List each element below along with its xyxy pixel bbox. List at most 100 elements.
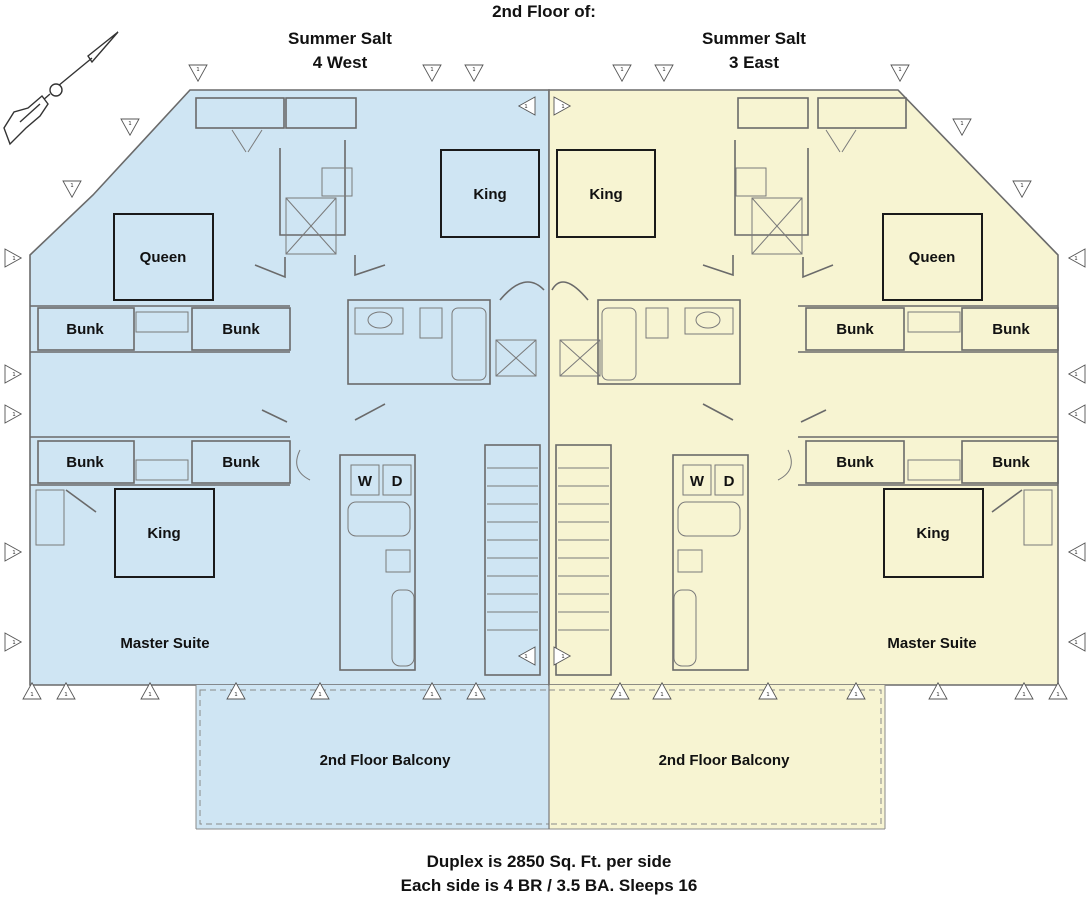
window-tag-triangle-icon — [1067, 404, 1086, 424]
east-bunk-3 — [805, 440, 905, 484]
window-tag-number: 1 — [1074, 372, 1078, 378]
window-tag-number: 1 — [936, 692, 940, 698]
east-walls — [551, 97, 1058, 676]
west-bunk-2-label: Bunk — [222, 321, 260, 338]
west-dryer — [382, 464, 412, 496]
west-bunk-4-label: Bunk — [222, 454, 260, 471]
east-unit-name: Summer Salt — [702, 29, 806, 48]
window-tag-triangle-icon — [4, 248, 23, 268]
window-tag-number: 1 — [524, 104, 528, 110]
north-arrow-icon — [3, 31, 119, 146]
west-bunk-4 — [191, 440, 291, 484]
east-bunk-1 — [805, 307, 905, 351]
west-balcony-area — [196, 685, 549, 829]
window-tag-triangle-icon — [758, 681, 778, 700]
floor-title: 2nd Floor of: — [492, 2, 596, 21]
east-dryer-label: D — [724, 473, 735, 490]
window-tag-triangle-icon — [4, 364, 23, 384]
east-dryer — [714, 464, 744, 496]
window-tag-number: 1 — [12, 256, 16, 262]
east-balcony-label: 2nd Floor Balcony — [659, 752, 791, 769]
window-tag-number: 1 — [70, 183, 74, 189]
window-tag-number: 1 — [561, 104, 565, 110]
window-tag-number: 1 — [472, 67, 476, 73]
window-tag-number: 1 — [474, 692, 478, 698]
window-tag-triangle-icon — [1067, 542, 1086, 562]
west-bunk-2 — [191, 307, 291, 351]
east-king-master-label: King — [916, 525, 949, 542]
window-tag-triangle-icon — [422, 681, 442, 700]
window-tag-triangle-icon — [4, 542, 23, 562]
window-tag-triangle-icon — [62, 180, 82, 199]
west-king-master-label: King — [147, 525, 180, 542]
west-bunk-1-label: Bunk — [66, 321, 104, 338]
window-tag-triangle-icon — [4, 404, 23, 424]
window-tag-number: 1 — [318, 692, 322, 698]
east-washer-label: W — [690, 473, 705, 490]
west-queen-bed — [113, 213, 214, 301]
east-bunk-4-label: Bunk — [992, 454, 1030, 471]
east-washer — [682, 464, 712, 496]
window-tag-number: 1 — [1074, 412, 1078, 418]
window-tag-number: 1 — [64, 692, 68, 698]
window-tag-number: 1 — [148, 692, 152, 698]
window-tag-triangle-icon — [1067, 632, 1086, 652]
window-tag-number: 1 — [1056, 692, 1060, 698]
east-master-suite-label: Master Suite — [887, 635, 976, 652]
window-tag-triangle-icon — [517, 96, 536, 116]
window-tag-triangle-icon — [553, 646, 572, 666]
window-tag-triangle-icon — [612, 64, 632, 83]
west-master-suite-label: Master Suite — [120, 635, 209, 652]
window-tag-triangle-icon — [1067, 248, 1086, 268]
east-bunk-1-label: Bunk — [836, 321, 874, 338]
window-tag-number: 1 — [12, 640, 16, 646]
west-king-bed-master — [114, 488, 215, 578]
west-washer-label: W — [358, 473, 373, 490]
window-tag-triangle-icon — [4, 632, 23, 652]
window-tag-triangle-icon — [1067, 364, 1086, 384]
window-tag-triangle-icon — [120, 118, 140, 137]
window-tag-number: 1 — [1074, 550, 1078, 556]
window-tag-triangle-icon — [928, 681, 948, 700]
window-tag-number: 1 — [128, 121, 132, 127]
west-bunk-1 — [37, 307, 135, 351]
east-bunk-4 — [961, 440, 1059, 484]
west-queen-label: Queen — [140, 249, 187, 266]
window-tag-number: 1 — [898, 67, 902, 73]
window-tag-triangle-icon — [1048, 681, 1068, 700]
window-tag-number: 1 — [30, 692, 34, 698]
west-washer — [350, 464, 380, 496]
west-walls — [30, 97, 545, 676]
window-tag-number: 1 — [524, 654, 528, 660]
window-tag-triangle-icon — [464, 64, 484, 83]
west-balcony-label: 2nd Floor Balcony — [320, 752, 452, 769]
window-tag-number: 1 — [1074, 256, 1078, 262]
window-tag-triangle-icon — [553, 96, 572, 116]
window-tag-number: 1 — [1020, 183, 1024, 189]
window-tag-triangle-icon — [422, 64, 442, 83]
window-tag-number: 1 — [618, 692, 622, 698]
east-bunk-2-label: Bunk — [992, 321, 1030, 338]
window-tag-number: 1 — [430, 692, 434, 698]
west-king-bed-top — [440, 149, 540, 238]
window-tag-triangle-icon — [22, 681, 42, 700]
west-bunk-3-label: Bunk — [66, 454, 104, 471]
window-tag-triangle-icon — [846, 681, 866, 700]
window-tag-number: 1 — [1022, 692, 1026, 698]
west-king-top-label: King — [473, 186, 506, 203]
window-tag-number: 1 — [854, 692, 858, 698]
east-bunk-3-label: Bunk — [836, 454, 874, 471]
west-unit-number: 4 West — [313, 53, 368, 72]
window-tag-triangle-icon — [610, 681, 630, 700]
west-bunk-3 — [37, 440, 135, 484]
window-tag-triangle-icon — [517, 646, 536, 666]
window-tag-number: 1 — [960, 121, 964, 127]
window-tag-number: 1 — [430, 67, 434, 73]
window-tag-triangle-icon — [652, 681, 672, 700]
window-tag-number: 1 — [12, 372, 16, 378]
east-queen-bed — [882, 213, 983, 301]
window-tag-number: 1 — [12, 412, 16, 418]
window-tag-triangle-icon — [226, 681, 246, 700]
